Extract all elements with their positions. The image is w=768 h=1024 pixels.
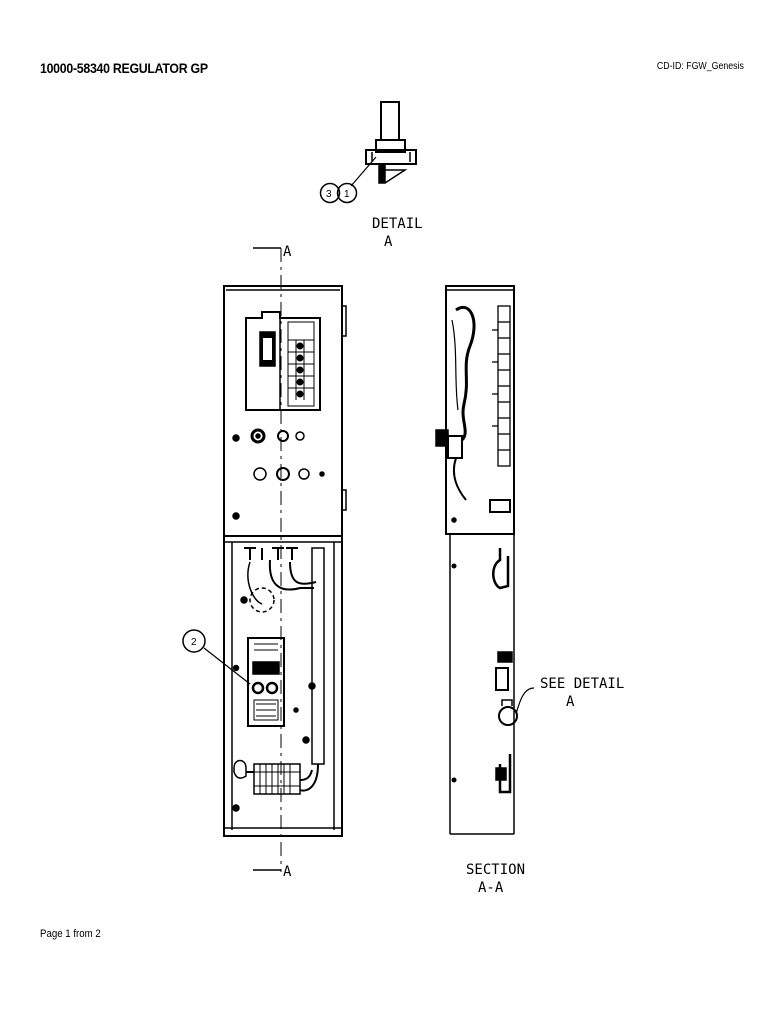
- page-number: Page 1 from 2: [40, 928, 101, 940]
- see-detail-letter: A: [566, 694, 575, 710]
- section-cut-line: A A: [253, 244, 292, 880]
- page-title: 10000-58340 REGULATOR GP: [40, 60, 208, 76]
- section-a-a-view: SEE DETAIL A SECTION A-A: [435, 285, 624, 896]
- see-detail-label: SEE DETAIL: [540, 676, 624, 692]
- detail-label: DETAIL: [372, 216, 423, 232]
- callout-2-label: 2: [191, 637, 197, 648]
- front-view: 2: [182, 285, 347, 837]
- callout-1-label: 1: [344, 189, 350, 200]
- section-marker-top: A: [283, 244, 292, 260]
- callout-3-label: 3: [326, 189, 332, 200]
- section-marker-bottom: A: [283, 864, 292, 880]
- callout-3-circle: [319, 182, 341, 204]
- detail-a-view: 3 1 DETAIL A: [319, 101, 423, 250]
- callout-2-circle: [182, 629, 206, 653]
- cd-id-label: CD-ID: FGW_Genesis: [656, 61, 744, 72]
- detail-letter: A: [384, 234, 393, 250]
- callout-1-circle: [336, 182, 358, 204]
- section-label: SECTION: [466, 862, 525, 878]
- section-label-letters: A-A: [478, 880, 504, 896]
